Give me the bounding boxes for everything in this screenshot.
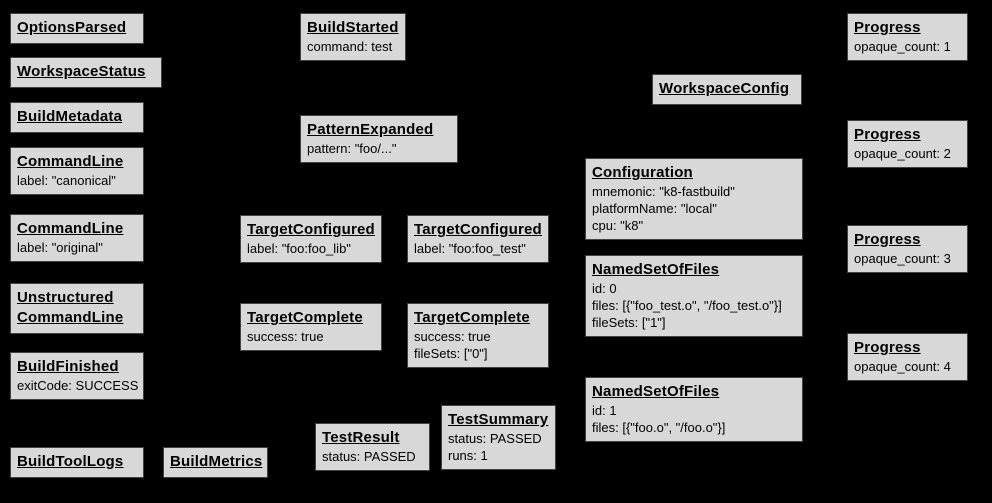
event-field: files: [{"foo.o", "/foo.o"}] (592, 420, 726, 435)
event-field: files: [{"foo_test.o", "/foo_test.o"}] (592, 298, 782, 313)
event-field: label: "original" (17, 240, 103, 255)
event-title: TargetComplete (414, 309, 530, 326)
event-title: Unstructured CommandLine (17, 289, 124, 326)
event-field: label: "canonical" (17, 173, 116, 188)
event-box-progress-2: Progress opaque_count: 2 (847, 120, 968, 168)
event-box-build-metadata: BuildMetadata (10, 102, 144, 133)
event-field: status: PASSED (448, 431, 542, 446)
event-title: Progress (854, 19, 921, 36)
event-title: Progress (854, 231, 921, 248)
event-title: Progress (854, 126, 921, 143)
event-box-test-result: TestResult status: PASSED (315, 423, 430, 471)
event-title: WorkspaceStatus (17, 63, 146, 80)
event-title: BuildStarted (307, 19, 399, 36)
event-field: cpu: "k8" (592, 218, 644, 233)
event-box-workspace-status: WorkspaceStatus (10, 57, 162, 88)
event-field: label: "foo:foo_lib" (247, 241, 351, 256)
event-field: opaque_count: 4 (854, 359, 951, 374)
event-title: TestResult (322, 429, 400, 446)
event-title: TargetConfigured (414, 221, 542, 238)
event-box-target-configured-foo-lib: TargetConfigured label: "foo:foo_lib" (240, 215, 382, 263)
event-title: Configuration (592, 164, 693, 181)
event-box-command-line-canonical: CommandLine label: "canonical" (10, 147, 144, 195)
event-field: opaque_count: 3 (854, 251, 951, 266)
event-box-command-line-original: CommandLine label: "original" (10, 214, 144, 262)
event-box-configuration: Configuration mnemonic: "k8-fastbuild" p… (585, 158, 803, 240)
event-box-workspace-config: WorkspaceConfig (652, 74, 802, 105)
event-title: Progress (854, 339, 921, 356)
event-box-build-tool-logs: BuildToolLogs (10, 447, 144, 478)
event-field: fileSets: ["1"] (592, 315, 666, 330)
event-field: id: 0 (592, 281, 617, 296)
event-field: mnemonic: "k8-fastbuild" (592, 184, 735, 199)
event-title: PatternExpanded (307, 121, 434, 138)
event-title: TargetConfigured (247, 221, 375, 238)
event-box-target-complete-foo-test: TargetComplete success: true fileSets: [… (407, 303, 549, 368)
event-box-test-summary: TestSummary status: PASSED runs: 1 (441, 405, 556, 470)
event-title: BuildFinished (17, 358, 119, 375)
event-box-options-parsed: OptionsParsed (10, 13, 144, 44)
event-title: BuildToolLogs (17, 453, 124, 470)
event-box-build-started: BuildStarted command: test (300, 13, 406, 61)
event-field: pattern: "foo/..." (307, 141, 397, 156)
event-field: exitCode: SUCCESS (17, 378, 139, 393)
event-box-named-set-of-files-1: NamedSetOfFiles id: 1 files: [{"foo.o", … (585, 377, 803, 442)
event-box-progress-3: Progress opaque_count: 3 (847, 225, 968, 273)
event-field: runs: 1 (448, 448, 488, 463)
event-box-build-metrics: BuildMetrics (163, 447, 268, 478)
event-title: TestSummary (448, 411, 549, 428)
event-title: CommandLine (17, 153, 124, 170)
event-field: opaque_count: 2 (854, 146, 951, 161)
event-box-progress-4: Progress opaque_count: 4 (847, 333, 968, 381)
event-field: fileSets: ["0"] (414, 346, 488, 361)
event-box-target-configured-foo-test: TargetConfigured label: "foo:foo_test" (407, 215, 549, 263)
event-field: id: 1 (592, 403, 617, 418)
event-field: label: "foo:foo_test" (414, 241, 526, 256)
event-title: TargetComplete (247, 309, 363, 326)
event-title: OptionsParsed (17, 19, 127, 36)
event-field: opaque_count: 1 (854, 39, 951, 54)
event-field: status: PASSED (322, 449, 416, 464)
event-title: BuildMetrics (170, 453, 263, 470)
event-title: CommandLine (17, 220, 124, 237)
event-field: platformName: "local" (592, 201, 717, 216)
event-field: success: true (414, 329, 491, 344)
event-field: command: test (307, 39, 393, 54)
event-box-named-set-of-files-0: NamedSetOfFiles id: 0 files: [{"foo_test… (585, 255, 803, 337)
event-box-target-complete-foo-lib: TargetComplete success: true (240, 303, 382, 351)
event-title: NamedSetOfFiles (592, 261, 720, 278)
event-box-pattern-expanded: PatternExpanded pattern: "foo/..." (300, 115, 458, 163)
event-field: success: true (247, 329, 324, 344)
event-box-build-finished: BuildFinished exitCode: SUCCESS (10, 352, 144, 400)
event-box-unstructured-command-line: Unstructured CommandLine (10, 283, 144, 334)
event-title: WorkspaceConfig (659, 80, 790, 97)
event-box-progress-1: Progress opaque_count: 1 (847, 13, 968, 61)
event-title: BuildMetadata (17, 108, 123, 125)
event-title: NamedSetOfFiles (592, 383, 720, 400)
